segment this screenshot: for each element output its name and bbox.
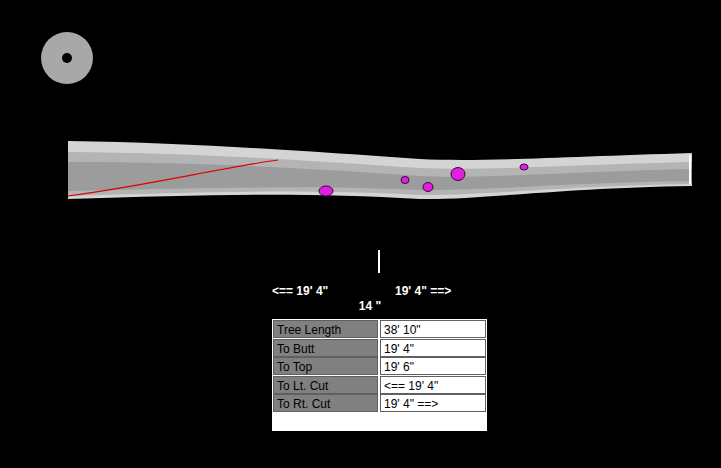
log-bark — [68, 141, 692, 199]
table-header-cell: To Top — [273, 357, 378, 375]
cut-marker — [378, 250, 380, 273]
knot — [520, 164, 528, 170]
table-header-cell: To Rt. Cut — [273, 394, 378, 412]
table-header-cell: To Lt. Cut — [273, 376, 378, 394]
table-value-cell: 19' 6" — [380, 357, 486, 375]
table-value-cell: 19' 4" ==> — [380, 394, 486, 412]
end-icon-hole — [62, 53, 72, 63]
right-cut-dimension: 19' 4" ==> — [395, 282, 490, 300]
end-icon — [41, 32, 93, 84]
table-frame — [272, 319, 487, 431]
table-header-cell: To Butt — [273, 339, 378, 357]
log-sapwood — [68, 152, 692, 196]
knot — [423, 183, 433, 192]
sweep-line — [68, 160, 278, 196]
log-heartwood — [68, 162, 692, 191]
knot — [401, 177, 409, 184]
table-header-cell: Tree Length — [273, 320, 378, 338]
table-value-cell: 38' 10" — [380, 320, 486, 338]
diameter-label: 14 " — [340, 297, 400, 315]
table-value-cell: 19' 4" — [380, 339, 486, 357]
knot — [319, 186, 333, 196]
table-value-cell: <== 19' 4" — [380, 376, 486, 394]
left-cut-dimension: <== 19' 4" — [272, 282, 367, 300]
knot — [451, 168, 465, 181]
log-end — [689, 155, 691, 184]
